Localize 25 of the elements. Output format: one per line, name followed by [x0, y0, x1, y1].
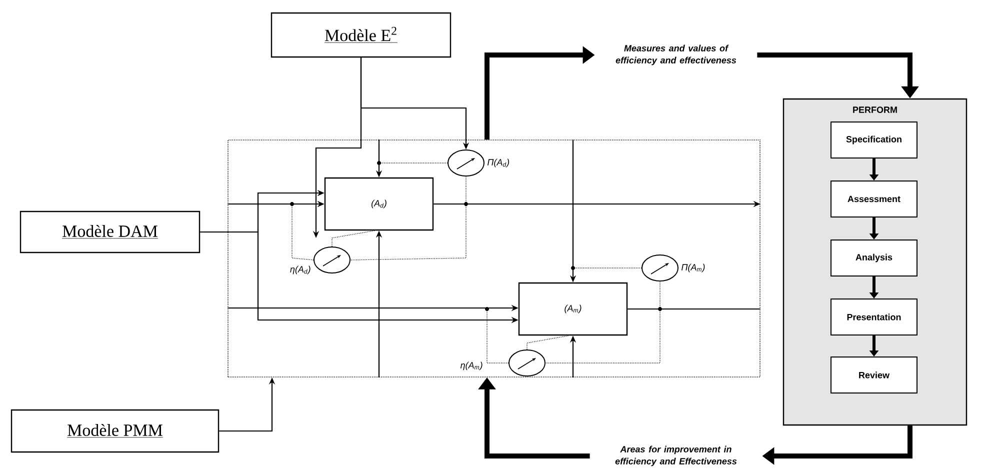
model-box: Modèle E$^{2}$ — [270, 12, 452, 58]
measurement-line — [378, 162, 448, 164]
gauge-label: Π(A$_{d}$) — [486, 158, 511, 168]
measurement-line — [332, 230, 376, 247]
measurement-line — [350, 204, 466, 260]
measurement-line — [292, 204, 314, 260]
step-box: Presentation — [830, 298, 918, 336]
step-box: Review — [830, 356, 918, 394]
step-box: Analysis — [830, 240, 918, 276]
measurement-line — [486, 308, 509, 364]
model-box: Modèle PMM — [10, 409, 220, 453]
measurement-line — [526, 335, 570, 350]
flow-label: Measures and values of efficiency and effectiveness — [616, 44, 736, 66]
gauge-label: Π(A$_{m}$) — [680, 262, 706, 274]
step-box: Specification — [830, 122, 918, 158]
step-box: Assessment — [830, 180, 918, 218]
gauge-label: η(A$_{d}$) — [288, 264, 312, 276]
activity-box: (A$_{m}$) — [518, 282, 628, 336]
connector-line — [628, 307, 760, 311]
activity-box: (A$_{d}$) — [324, 177, 434, 231]
measurement-line — [545, 308, 660, 364]
flow-label: Areas for improvement in efficiency and Effectiveness — [615, 446, 737, 466]
system-frame — [228, 140, 760, 378]
gauge-label: η(A$_{m}$) — [459, 360, 484, 372]
model-box: Modèle DAM — [20, 210, 200, 254]
